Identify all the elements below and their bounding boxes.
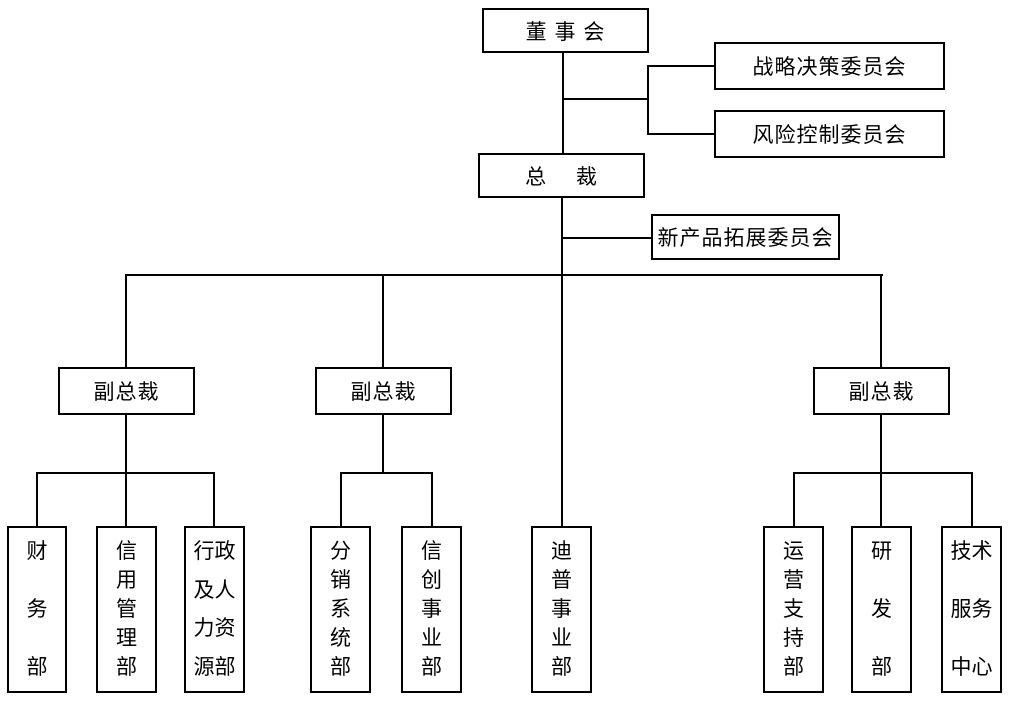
dept-label-line: 系 [330,598,351,621]
connector-drop-xinchuang [431,473,433,526]
connector-drop-rnd [880,473,882,526]
dept-box-tech-service-center: 技术 服务 中心 [941,526,1002,693]
dept-label-line: 力资 [193,617,236,641]
dept-label-line: 持 [783,627,804,650]
connector-drop-distribution [340,473,342,526]
connector-vp2-bottom [382,415,384,473]
dept-label-line: 销 [330,569,351,592]
connector-drop-admin-hr [213,473,215,526]
connector-main-horizontal [125,274,883,276]
dept-label-line: 部 [871,656,892,679]
dept-label-line: 部 [116,656,137,679]
vp-box-1: 副总裁 [58,367,195,415]
connector-group2-horizontal [340,472,433,474]
dept-label-line: 运 [783,540,804,563]
dept-box-xinchuang-business: 信 创 事 业 部 [401,526,462,693]
dept-label-line: 业 [551,627,572,650]
connector-risk-committee [648,133,714,135]
dept-label-line: 服务 [950,598,993,621]
connector-drop-finance [36,473,38,526]
strategic-committee-label: 战略决策委员会 [752,56,907,79]
dept-label-line: 分 [330,540,351,563]
dept-label-line: 部 [551,656,572,679]
dept-label-line: 务 [26,598,48,621]
dept-label-line: 部 [330,656,351,679]
president-label: 总 裁 [525,165,598,189]
vp-box-2: 副总裁 [315,367,452,415]
dept-label-line: 行政 [193,540,236,563]
vp-label: 副总裁 [93,381,160,404]
dept-label-line: 营 [783,569,804,592]
dept-box-credit-management: 信 用 管 理 部 [96,526,157,693]
dept-label-line: 统 [330,627,351,650]
new-product-committee-label: 新产品拓展委员会 [657,227,834,250]
dept-label-line: 部 [783,656,804,679]
dept-box-dipu-business: 迪 普 事 业 部 [531,526,592,693]
strategic-committee-box: 战略决策委员会 [714,42,945,90]
dept-box-operations-support: 运 营 支 持 部 [763,526,824,693]
dept-label-line: 技术 [950,540,993,563]
connector-drop-credit [125,473,127,526]
connector-trunk-to-committees [563,98,648,100]
dept-label-line: 用 [116,569,137,592]
dept-label-line: 研 [871,540,892,563]
board-label: 董 事 会 [525,20,606,44]
connector-vp3-bottom [880,415,882,473]
connector-vp3-top [880,275,882,367]
dept-label-line: 及人 [193,578,236,602]
vp-label: 副总裁 [848,381,915,404]
connector-group3-horizontal [793,472,973,474]
dept-label-line: 源部 [193,655,236,679]
dept-label-line: 创 [421,569,442,592]
connector-new-product-committee [562,237,651,239]
dept-label-line: 迪 [551,540,572,563]
connector-vp1-bottom [125,415,127,473]
vp-label: 副总裁 [350,381,417,404]
dept-label-line: 支 [783,598,804,621]
new-product-committee-box: 新产品拓展委员会 [651,214,840,260]
risk-committee-label: 风险控制委员会 [752,124,907,147]
dept-label-line: 普 [551,569,572,592]
connector-president-trunk [561,198,563,526]
dept-label-line: 事 [421,598,442,621]
dept-box-finance: 财 务 部 [7,526,67,693]
dept-box-rnd: 研 发 部 [851,526,912,693]
connector-board-president [562,53,564,153]
dept-label-line: 发 [871,598,892,621]
dept-label-line: 理 [116,627,137,650]
dept-label-line: 管 [116,598,137,621]
dept-label-line: 信 [116,540,137,563]
dept-label-line: 中心 [950,656,993,679]
dept-label-line: 财 [26,540,48,563]
connector-vp2-top [382,275,384,367]
dept-label-line: 部 [26,656,48,679]
board-box: 董 事 会 [482,8,649,53]
dept-box-admin-hr: 行政 及人 力资 源部 [184,526,245,693]
dept-label-line: 信 [421,540,442,563]
connector-drop-operations [793,473,795,526]
dept-box-distribution-system: 分 销 系 统 部 [310,526,371,693]
connector-strategic-committee [648,65,714,67]
dept-label-line: 事 [551,598,572,621]
vp-box-3: 副总裁 [813,367,950,415]
risk-committee-box: 风险控制委员会 [714,110,945,158]
dept-label-line: 业 [421,627,442,650]
connector-committees-vertical [647,65,649,135]
president-box: 总 裁 [478,153,645,198]
connector-vp1-top [125,275,127,367]
dept-label-line: 部 [421,656,442,679]
connector-drop-tech-service [971,473,973,526]
